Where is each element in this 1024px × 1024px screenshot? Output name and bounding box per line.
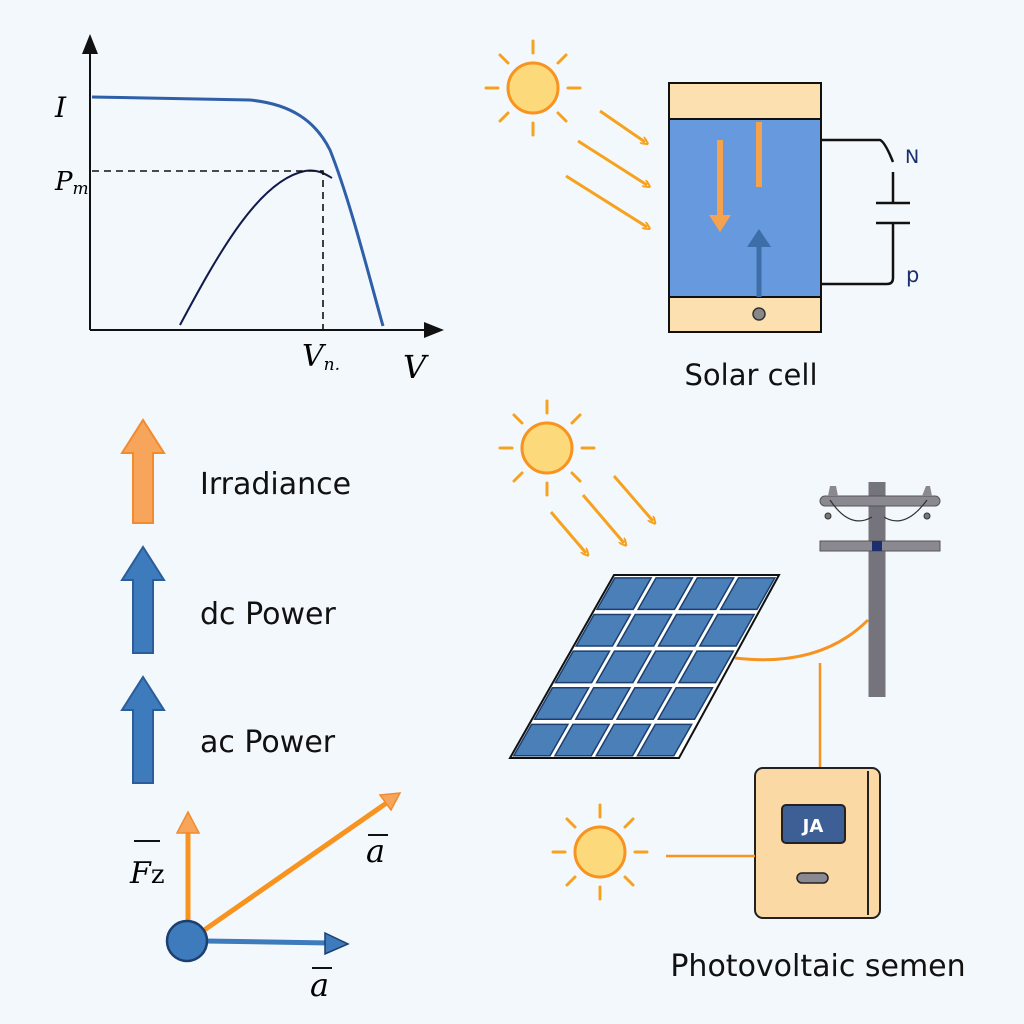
- pm-label: Pm: [54, 167, 89, 199]
- solar-cell-diagram: N p Solar cell: [484, 39, 919, 392]
- iv-chart: I Pm Vn. V: [54, 34, 444, 386]
- a-label-horizontal: a: [310, 966, 329, 1004]
- n-label: N: [905, 146, 919, 168]
- body-point: [165, 919, 209, 963]
- panel-cell: [554, 650, 611, 684]
- power-curve: [179, 169, 333, 326]
- panel-cell: [574, 613, 632, 647]
- sun-icon: [484, 39, 582, 137]
- light-rays: [549, 475, 653, 553]
- power-cable: [734, 618, 870, 662]
- panel-cell: [698, 613, 756, 647]
- irradiance-arrow-icon: [120, 418, 166, 524]
- a-vector-diagonal: [198, 799, 390, 936]
- panel-cell: [615, 686, 673, 720]
- panel-cell: [678, 577, 735, 611]
- p-wire: [821, 223, 895, 286]
- vm-label: Vn.: [302, 339, 340, 375]
- pv-system-title: Photovoltaic semen: [670, 949, 965, 984]
- panel-cell: [595, 577, 653, 611]
- light-rays: [565, 109, 647, 227]
- irradiance-label: Irradiance: [200, 467, 351, 502]
- flow-legend: Irradiance dc Power ac Power: [120, 418, 351, 784]
- mpp-dashed-lines: [92, 170, 324, 330]
- meter-display-text: JA: [801, 816, 824, 837]
- ac-power-label: ac Power: [200, 725, 336, 760]
- panel-cell: [533, 686, 590, 720]
- sun-icon: [498, 399, 596, 497]
- panel-cell: [553, 723, 611, 757]
- top-contact: [668, 82, 822, 120]
- panel-cell: [677, 650, 735, 684]
- panel-cell: [657, 613, 715, 647]
- panel-cells: [512, 577, 777, 757]
- bottom-contact: [668, 296, 822, 333]
- panel-cell: [512, 723, 570, 757]
- solar-cell-title: Solar cell: [684, 358, 817, 392]
- y-axis-label: I: [54, 91, 67, 124]
- cell-junction: [668, 118, 822, 298]
- vector-diagram: Fz a a: [129, 792, 402, 1004]
- panel-cell: [636, 577, 694, 611]
- panel-cell: [719, 577, 777, 611]
- panel-cell: [636, 650, 694, 684]
- iv-curve: [91, 95, 385, 327]
- panel-cell: [574, 686, 632, 720]
- sun-icon: [551, 803, 649, 901]
- dc-power-arrow-icon: [120, 545, 166, 654]
- fz-label: Fz: [129, 856, 165, 891]
- dc-power-label: dc Power: [200, 597, 336, 632]
- terminal-dot: [752, 307, 766, 321]
- panel-cell: [594, 723, 652, 757]
- meter-display: [781, 804, 846, 844]
- a-label-diagonal: a: [366, 832, 385, 870]
- pv-system: JA Photovoltaic semen: [498, 399, 966, 984]
- x-axis-label: V: [403, 348, 429, 386]
- ac-power-arrow-icon: [120, 675, 166, 784]
- panel-cell: [656, 686, 714, 720]
- a-vector-horizontal: [204, 938, 331, 946]
- panel-cell: [636, 723, 693, 757]
- p-label: p: [906, 263, 919, 287]
- solar-panel: [508, 574, 781, 759]
- n-wire: [821, 138, 895, 163]
- panel-cell: [616, 613, 673, 647]
- panel-cell: [595, 650, 653, 684]
- meter-slot: [796, 872, 829, 884]
